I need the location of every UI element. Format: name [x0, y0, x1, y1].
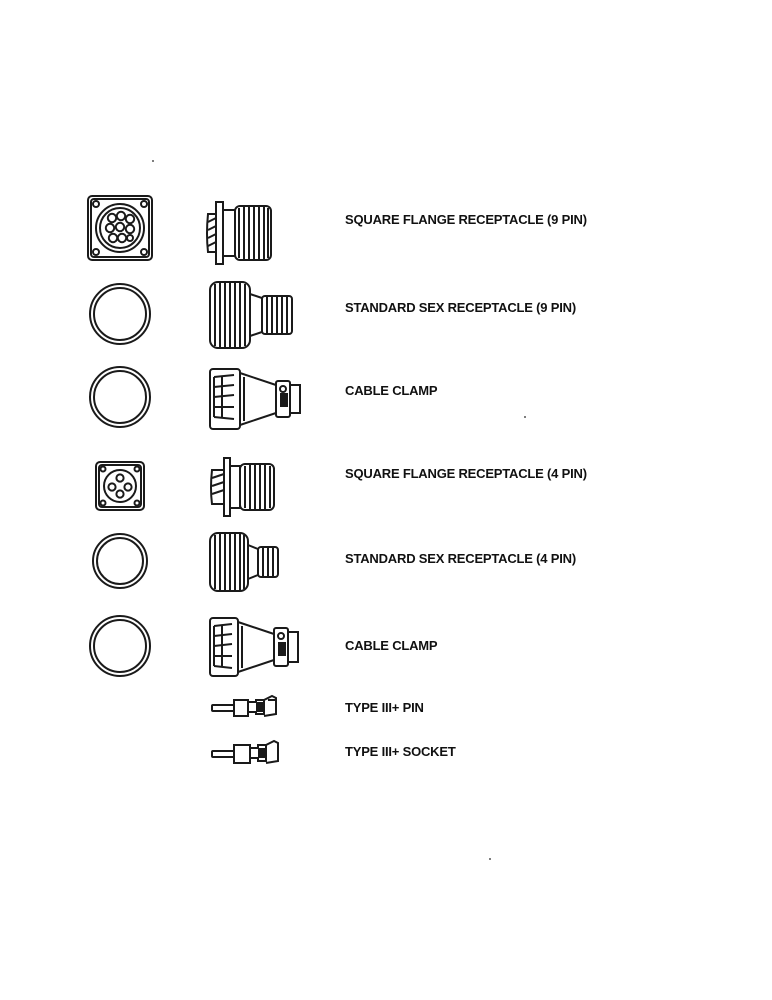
legend-label: TYPE III+ PIN — [345, 700, 424, 715]
legend-row-square-flange-4pin: SQUARE FLANGE RECEPTACLE (4 PIN) — [0, 440, 772, 520]
ring-front-icon — [84, 525, 156, 597]
ring-front-icon — [84, 278, 156, 350]
legend-label: CABLE CLAMP — [345, 383, 438, 398]
scan-speck — [489, 858, 491, 860]
legend-label: CABLE CLAMP — [345, 638, 438, 653]
square-flange-9pin-front-icon — [84, 192, 156, 264]
ring-front-icon — [84, 361, 156, 433]
contact-socket-icon — [194, 736, 314, 776]
standard-sex-receptacle-side-icon — [194, 278, 314, 350]
cable-clamp-side-icon — [194, 612, 314, 684]
legend-row-standard-sex-9pin: STANDARD SEX RECEPTACLE (9 PIN) — [0, 270, 772, 350]
square-flange-receptacle-side-icon — [194, 196, 314, 268]
scan-speck — [152, 160, 154, 162]
square-flange-4pin-front-icon — [84, 450, 156, 522]
legend-row-type-iii-socket: TYPE III+ SOCKET — [0, 736, 772, 816]
cable-clamp-side-icon — [194, 363, 314, 435]
legend-label: STANDARD SEX RECEPTACLE (9 PIN) — [345, 300, 576, 315]
legend-label: SQUARE FLANGE RECEPTACLE (9 PIN) — [345, 212, 587, 227]
scan-speck — [524, 416, 526, 418]
ring-front-icon — [84, 610, 156, 682]
square-flange-receptacle-side-icon — [194, 452, 314, 524]
contact-pin-icon — [194, 690, 314, 730]
standard-sex-receptacle-side-icon — [194, 527, 314, 599]
legend-label: SQUARE FLANGE RECEPTACLE (4 PIN) — [345, 466, 587, 481]
legend-label: TYPE III+ SOCKET — [345, 744, 456, 759]
legend-row-cable-clamp-9pin: CABLE CLAMP — [0, 353, 772, 433]
legend-row-cable-clamp-4pin: CABLE CLAMP — [0, 610, 772, 690]
legend-label: STANDARD SEX RECEPTACLE (4 PIN) — [345, 551, 576, 566]
legend-row-square-flange-9pin: SQUARE FLANGE RECEPTACLE (9 PIN) — [0, 182, 772, 265]
legend-row-type-iii-pin: TYPE III+ PIN — [0, 690, 772, 770]
legend-row-standard-sex-4pin: STANDARD SEX RECEPTACLE (4 PIN) — [0, 523, 772, 603]
